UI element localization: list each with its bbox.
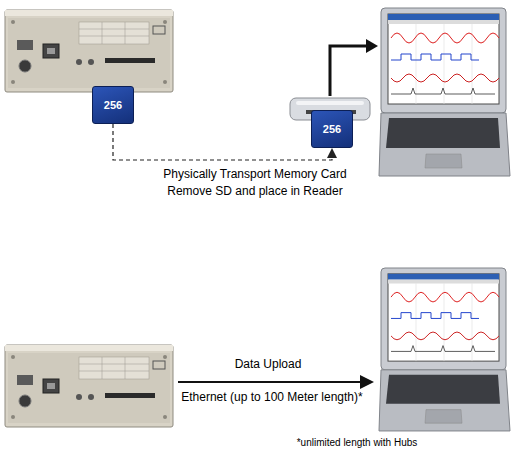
caption-text: Physically Transport Memory Card Remove … xyxy=(148,166,363,200)
card-label: 256 xyxy=(323,123,341,136)
caption-text: Data Upload xyxy=(178,357,358,372)
arrow-head xyxy=(360,375,374,389)
upload-arrow xyxy=(330,39,378,96)
caption-text: *unlimited length with Hubs xyxy=(267,436,447,449)
ethernet-arrow xyxy=(178,375,374,389)
data-logger xyxy=(5,10,173,92)
memory-card: 256 xyxy=(311,110,353,148)
data-logger xyxy=(5,345,173,427)
arrow-head xyxy=(366,39,378,53)
laptop xyxy=(379,268,510,431)
dashed-line xyxy=(113,124,332,160)
arrow-line xyxy=(178,381,362,383)
arrow-head xyxy=(327,148,337,158)
transport-connector xyxy=(113,124,337,160)
card-label: 256 xyxy=(104,99,122,112)
memory-card: 256 xyxy=(92,86,134,124)
arrow-line xyxy=(330,46,368,96)
caption-text: Ethernet (up to 100 Meter length)* xyxy=(157,390,387,405)
reader-highlight xyxy=(296,101,364,105)
laptop xyxy=(379,8,510,176)
